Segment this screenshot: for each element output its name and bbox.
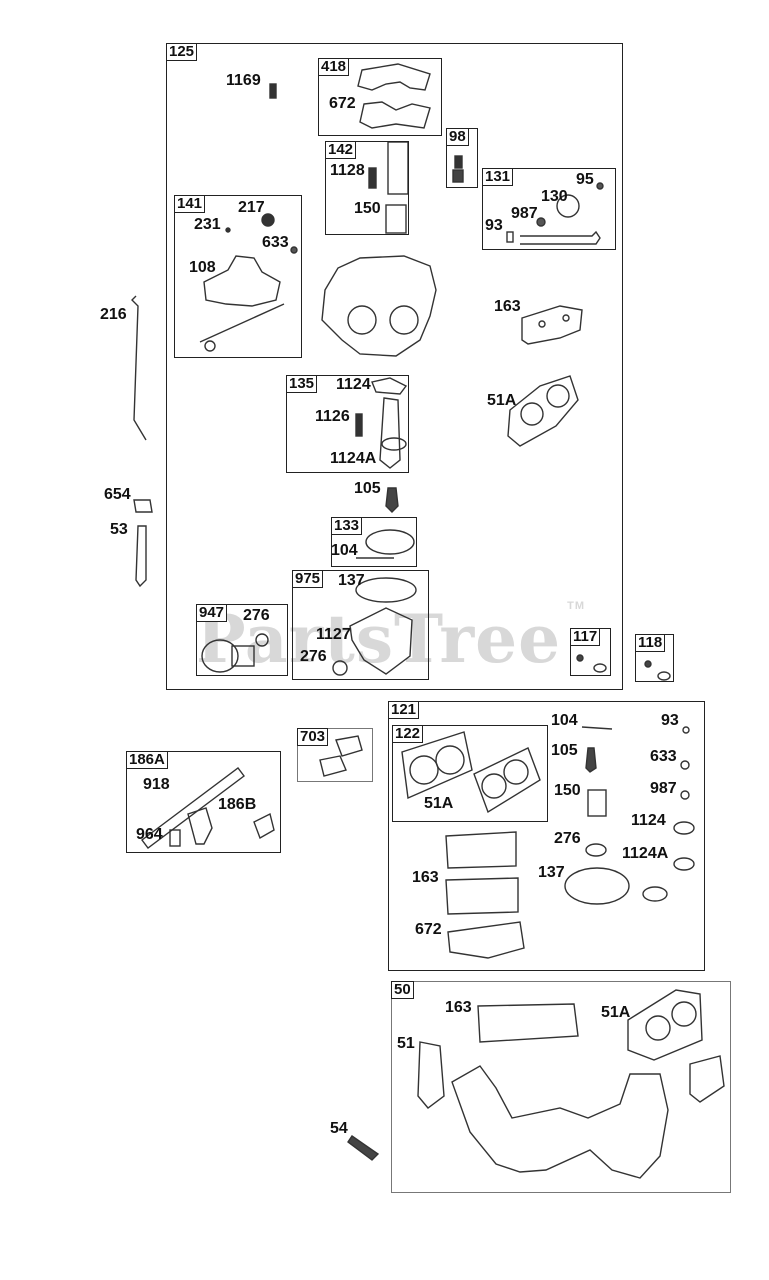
- part-label: 672: [415, 921, 442, 938]
- float-133: [365, 529, 415, 555]
- group-122: 122: [392, 725, 548, 822]
- hose-918: [141, 767, 245, 849]
- part-label: 231: [194, 216, 221, 233]
- part-label: 93: [485, 217, 503, 234]
- group-50: 50: [391, 981, 731, 1193]
- part-label: 276: [243, 607, 270, 624]
- gasket-51-right: [689, 1055, 725, 1103]
- gasket-418-top: [357, 63, 431, 91]
- group-135: 135: [286, 375, 409, 473]
- part-label: 217: [238, 199, 265, 216]
- part-label: 150: [354, 200, 381, 217]
- part-label: 987: [511, 205, 538, 222]
- group-125: 125: [166, 43, 623, 690]
- part-label: 1126: [315, 408, 350, 425]
- part-label: 918: [143, 776, 170, 793]
- part-label: 54: [330, 1120, 348, 1137]
- part-label: 95: [576, 171, 594, 188]
- throttle-plate-108: [203, 255, 281, 307]
- gasket-51A: [507, 375, 579, 447]
- group-118: 118: [635, 634, 674, 682]
- part-label: 216: [100, 306, 127, 323]
- part-label: 130: [541, 188, 568, 205]
- nut-654: [133, 499, 153, 513]
- solenoid-947: [201, 639, 239, 673]
- gasket-418-bottom: [359, 101, 431, 129]
- part-label: 137: [338, 572, 365, 589]
- adapter-975: [349, 607, 413, 675]
- group-131: 131: [482, 168, 616, 250]
- part-label: 51: [397, 1035, 415, 1052]
- bowl-135: [379, 397, 401, 469]
- group-142: 142: [325, 141, 409, 235]
- group-121: 121: [388, 701, 705, 971]
- part-label: 108: [189, 259, 216, 276]
- carburetor-body: [321, 255, 437, 357]
- group-133: 133: [331, 517, 417, 567]
- part-label: 964: [136, 826, 163, 843]
- group-703: 703: [297, 728, 373, 782]
- part-label: 1124A: [330, 450, 377, 467]
- group-418: 418: [318, 58, 442, 136]
- part-label: 150: [554, 782, 581, 799]
- part-label: 51A: [601, 1004, 631, 1021]
- gasket-163-manifold: [477, 1003, 579, 1043]
- oring-137: [355, 577, 417, 603]
- bolt-1169: [269, 83, 277, 99]
- part-label: 51A: [424, 795, 454, 812]
- part-label: 1169: [226, 72, 261, 89]
- group-975: 975: [292, 570, 429, 680]
- part-label: 1124: [336, 376, 371, 393]
- screw-98: [454, 155, 463, 169]
- part-label: 276: [554, 830, 581, 847]
- part-label: 633: [650, 748, 677, 765]
- group-947: 947: [196, 604, 288, 676]
- group-98: 98: [446, 128, 478, 188]
- part-label: 163: [445, 999, 472, 1016]
- part-label: 53: [110, 521, 128, 538]
- gasket-51A-manifold: [627, 989, 703, 1061]
- gasket-122: [401, 731, 473, 800]
- gasket-703: [335, 735, 363, 757]
- bolt-54: [347, 1135, 380, 1161]
- part-label: 186B: [218, 796, 257, 813]
- part-label: 104: [551, 712, 578, 729]
- part-label: 672: [329, 95, 356, 112]
- part-label: 105: [551, 742, 578, 759]
- part-label: 1127: [316, 626, 351, 643]
- part-label: 163: [494, 298, 521, 315]
- diaphragm-130: [556, 194, 580, 218]
- group-117: 117: [570, 628, 611, 676]
- part-label: 654: [104, 486, 131, 503]
- part-label: 1124: [631, 812, 666, 829]
- intake-manifold: [451, 1065, 669, 1179]
- part-label: 633: [262, 234, 289, 251]
- part-label: 104: [331, 542, 358, 559]
- part-label: 51A: [487, 392, 517, 409]
- part-label: 163: [412, 869, 439, 886]
- part-label: 137: [538, 864, 565, 881]
- needle-105: [385, 487, 399, 513]
- part-label: 1124A: [622, 845, 669, 862]
- gasket-163: [521, 305, 583, 345]
- group-141: 141: [174, 195, 302, 358]
- part-label: 276: [300, 648, 327, 665]
- group-186A: 186A: [126, 751, 281, 853]
- part-label: 93: [661, 712, 679, 729]
- part-label: 1128: [330, 162, 365, 179]
- link-rod-216: [131, 295, 147, 441]
- gasket-51: [417, 1041, 445, 1109]
- part-label: 987: [650, 780, 677, 797]
- stud-53: [135, 525, 147, 588]
- part-label: 105: [354, 480, 381, 497]
